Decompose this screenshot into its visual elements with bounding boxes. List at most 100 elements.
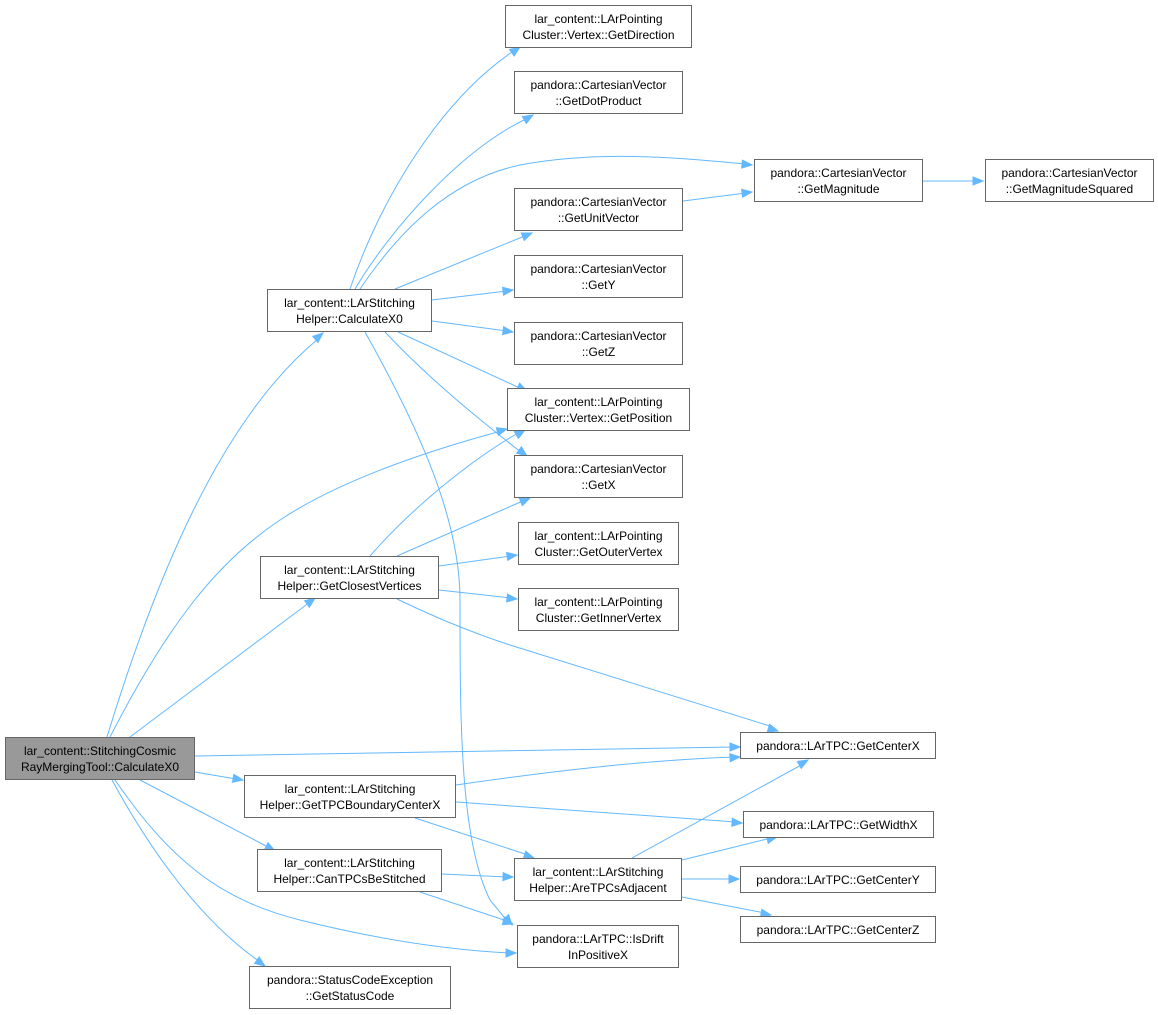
node-is-drift-in-positive-x-line-1: pandora::LArTPC::IsDrift <box>532 931 664 946</box>
edge-calcX0-to-getDirection <box>349 49 516 290</box>
node-are-tpcs-adjacent[interactable]: lar_content::LArStitching Helper::AreTPC… <box>514 858 682 901</box>
node-get-center-z[interactable]: pandora::LArTPC::GetCenterZ <box>740 916 936 943</box>
edge-tpcBoundary-to-widthX <box>455 801 737 823</box>
node-get-dot-product-line-1: pandora::CartesianVector <box>530 77 667 92</box>
node-get-closest-vertices[interactable]: lar_content::LArStitching Helper::GetClo… <box>260 556 439 599</box>
edge-root-to-isDrift <box>114 779 511 954</box>
edge-closest-to-centerX <box>396 598 774 728</box>
arrowhead-adjacent-to-centerX <box>796 759 810 770</box>
node-get-unit-vector[interactable]: pandora::CartesianVector ::GetUnitVector <box>514 188 683 231</box>
node-get-magnitude-squared[interactable]: pandora::CartesianVector ::GetMagnitudeS… <box>985 159 1154 202</box>
node-get-magnitude[interactable]: pandora::CartesianVector ::GetMagnitude <box>754 159 923 202</box>
node-get-position[interactable]: lar_content::LArPointing Cluster::Vertex… <box>507 388 690 431</box>
edge-root-to-getPosition <box>109 429 506 738</box>
node-get-inner-vertex-line-2: Cluster::GetInnerVertex <box>535 610 662 625</box>
arrowhead-root-to-isDrift <box>505 948 518 958</box>
node-get-z[interactable]: pandora::CartesianVector ::GetZ <box>514 322 683 365</box>
arrowhead-root-to-statusCode <box>253 956 267 967</box>
edge-closest-to-outerVertex <box>438 555 512 567</box>
node-root-line-2: RayMergingTool::CalculateX0 <box>20 759 180 774</box>
edge-calcX0-to-isDrift <box>364 331 509 923</box>
node-get-closest-vertices-line-1: lar_content::LArStitching <box>284 562 415 577</box>
node-get-magnitude-squared-line-1: pandora::CartesianVector <box>1001 165 1138 180</box>
node-get-x[interactable]: pandora::CartesianVector ::GetX <box>514 455 683 498</box>
arrowhead-root-to-centerX <box>729 742 742 752</box>
edge-calcX0-to-dotProduct <box>354 117 529 290</box>
edge-calcX0-to-unitVector <box>394 234 528 290</box>
node-get-status-code[interactable]: pandora::StatusCodeException ::GetStatus… <box>249 966 451 1009</box>
node-get-tpc-boundary-center-x-line-2: Helper::GetTPCBoundaryCenterX <box>259 797 441 812</box>
edge-tpcBoundary-to-adjacent <box>414 817 529 856</box>
edge-calcX0-to-magnitude <box>359 155 747 290</box>
node-get-closest-vertices-line-2: Helper::GetClosestVertices <box>277 578 422 593</box>
node-get-x-line-1: pandora::CartesianVector <box>530 461 667 476</box>
node-get-center-y[interactable]: pandora::LArTPC::GetCenterY <box>740 866 936 893</box>
node-is-drift-in-positive-x-line-2: InPositiveX <box>567 947 629 962</box>
node-get-outer-vertex-line-2: Cluster::GetOuterVertex <box>534 544 663 559</box>
edge-root-to-centerX <box>194 746 735 757</box>
edge-adjacent-to-centerX <box>631 763 804 859</box>
arrowhead-tpcBoundary-to-widthX <box>731 817 744 827</box>
edge-adjacent-to-centerZ <box>681 896 766 914</box>
arrowhead-unitVector-to-magnitude <box>741 188 754 198</box>
node-get-y-line-1: pandora::CartesianVector <box>530 261 667 276</box>
node-get-inner-vertex[interactable]: lar_content::LArPointing Cluster::GetInn… <box>518 588 679 631</box>
arrowhead-root-to-tpcBoundary <box>231 773 245 783</box>
edge-closest-to-getPosition <box>369 431 521 557</box>
edge-tpcBoundary-to-centerX <box>455 756 735 786</box>
node-get-tpc-boundary-center-x[interactable]: lar_content::LArStitching Helper::GetTPC… <box>244 775 456 818</box>
arrowhead-calcX0-to-getX <box>515 445 529 457</box>
arrowhead-calcX0-to-getY <box>502 286 515 296</box>
edge-calcX0-to-getX <box>384 331 523 454</box>
arrowhead-canStitch-to-isDrift <box>501 916 515 926</box>
node-can-tpcs-be-stitched-line-1: lar_content::LArStitching <box>284 855 415 870</box>
arrowhead-calcX0-to-dotProduct <box>521 114 535 125</box>
node-get-z-line-2: ::GetZ <box>581 344 616 359</box>
node-get-width-x[interactable]: pandora::LArTPC::GetWidthX <box>743 811 934 838</box>
node-get-position-line-1: lar_content::LArPointing <box>534 394 663 409</box>
node-get-magnitude-line-2: ::GetMagnitude <box>797 181 880 196</box>
arrowhead-canStitch-to-adjacent <box>502 871 515 882</box>
node-get-direction-line-2: Cluster::Vertex::GetDirection <box>522 27 675 42</box>
node-get-width-x-line-1: pandora::LArTPC::GetWidthX <box>759 817 918 832</box>
arrowhead-root-to-calcX0 <box>311 332 325 344</box>
node-get-center-z-line-1: pandora::LArTPC::GetCenterZ <box>756 922 920 937</box>
edge-root-to-canStitch <box>139 779 269 848</box>
node-root-line-1: lar_content::StitchingCosmic <box>23 743 177 758</box>
edge-unitVector-to-magnitude <box>682 192 747 202</box>
edge-closest-to-innerVertex <box>438 589 512 599</box>
node-get-dot-product-line-2: ::GetDotProduct <box>555 93 642 108</box>
node-get-direction[interactable]: lar_content::LArPointing Cluster::Vertex… <box>505 5 692 48</box>
node-get-status-code-line-1: pandora::StatusCodeException <box>266 972 434 987</box>
arrowhead-root-to-closest <box>303 597 317 609</box>
edge-calcX0-to-getPosition <box>397 331 523 390</box>
node-can-tpcs-be-stitched[interactable]: lar_content::LArStitching Helper::CanTPC… <box>257 849 442 892</box>
arrowhead-calcX0-to-getZ <box>501 325 515 336</box>
edge-closest-to-getX <box>396 499 526 557</box>
node-get-center-y-line-1: pandora::LArTPC::GetCenterY <box>756 872 920 887</box>
arrowhead-closest-to-outerVertex <box>505 551 519 562</box>
edge-root-to-tpcBoundary <box>194 771 237 780</box>
node-calculate-x0-line-2: Helper::CalculateX0 <box>296 311 403 326</box>
node-root[interactable]: lar_content::StitchingCosmic RayMergingT… <box>5 737 195 780</box>
node-get-y[interactable]: pandora::CartesianVector ::GetY <box>514 255 683 298</box>
edge-root-to-closest <box>129 601 311 738</box>
edge-canStitch-to-isDrift <box>419 891 508 922</box>
arrowhead-calcX0-to-unitVector <box>520 232 534 242</box>
edge-adjacent-to-widthX <box>681 837 772 861</box>
node-get-status-code-line-2: ::GetStatusCode <box>305 988 395 1003</box>
node-is-drift-in-positive-x[interactable]: pandora::LArTPC::IsDrift InPositiveX <box>517 925 679 968</box>
node-get-position-line-2: Cluster::Vertex::GetPosition <box>524 410 673 425</box>
arrowhead-adjacent-to-centerY <box>728 874 741 884</box>
node-get-outer-vertex-line-1: lar_content::LArPointing <box>534 528 663 543</box>
node-get-dot-product[interactable]: pandora::CartesianVector ::GetDotProduct <box>514 71 683 114</box>
edge-root-to-calcX0 <box>106 338 319 738</box>
node-are-tpcs-adjacent-line-2: Helper::AreTPCsAdjacent <box>529 880 667 895</box>
node-get-z-line-1: pandora::CartesianVector <box>530 328 667 343</box>
node-get-inner-vertex-line-1: lar_content::LArPointing <box>534 594 663 609</box>
node-calculate-x0[interactable]: lar_content::LArStitching Helper::Calcul… <box>267 289 432 332</box>
node-get-center-x[interactable]: pandora::LArTPC::GetCenterX <box>740 732 936 759</box>
node-get-outer-vertex[interactable]: lar_content::LArPointing Cluster::GetOut… <box>518 522 679 565</box>
